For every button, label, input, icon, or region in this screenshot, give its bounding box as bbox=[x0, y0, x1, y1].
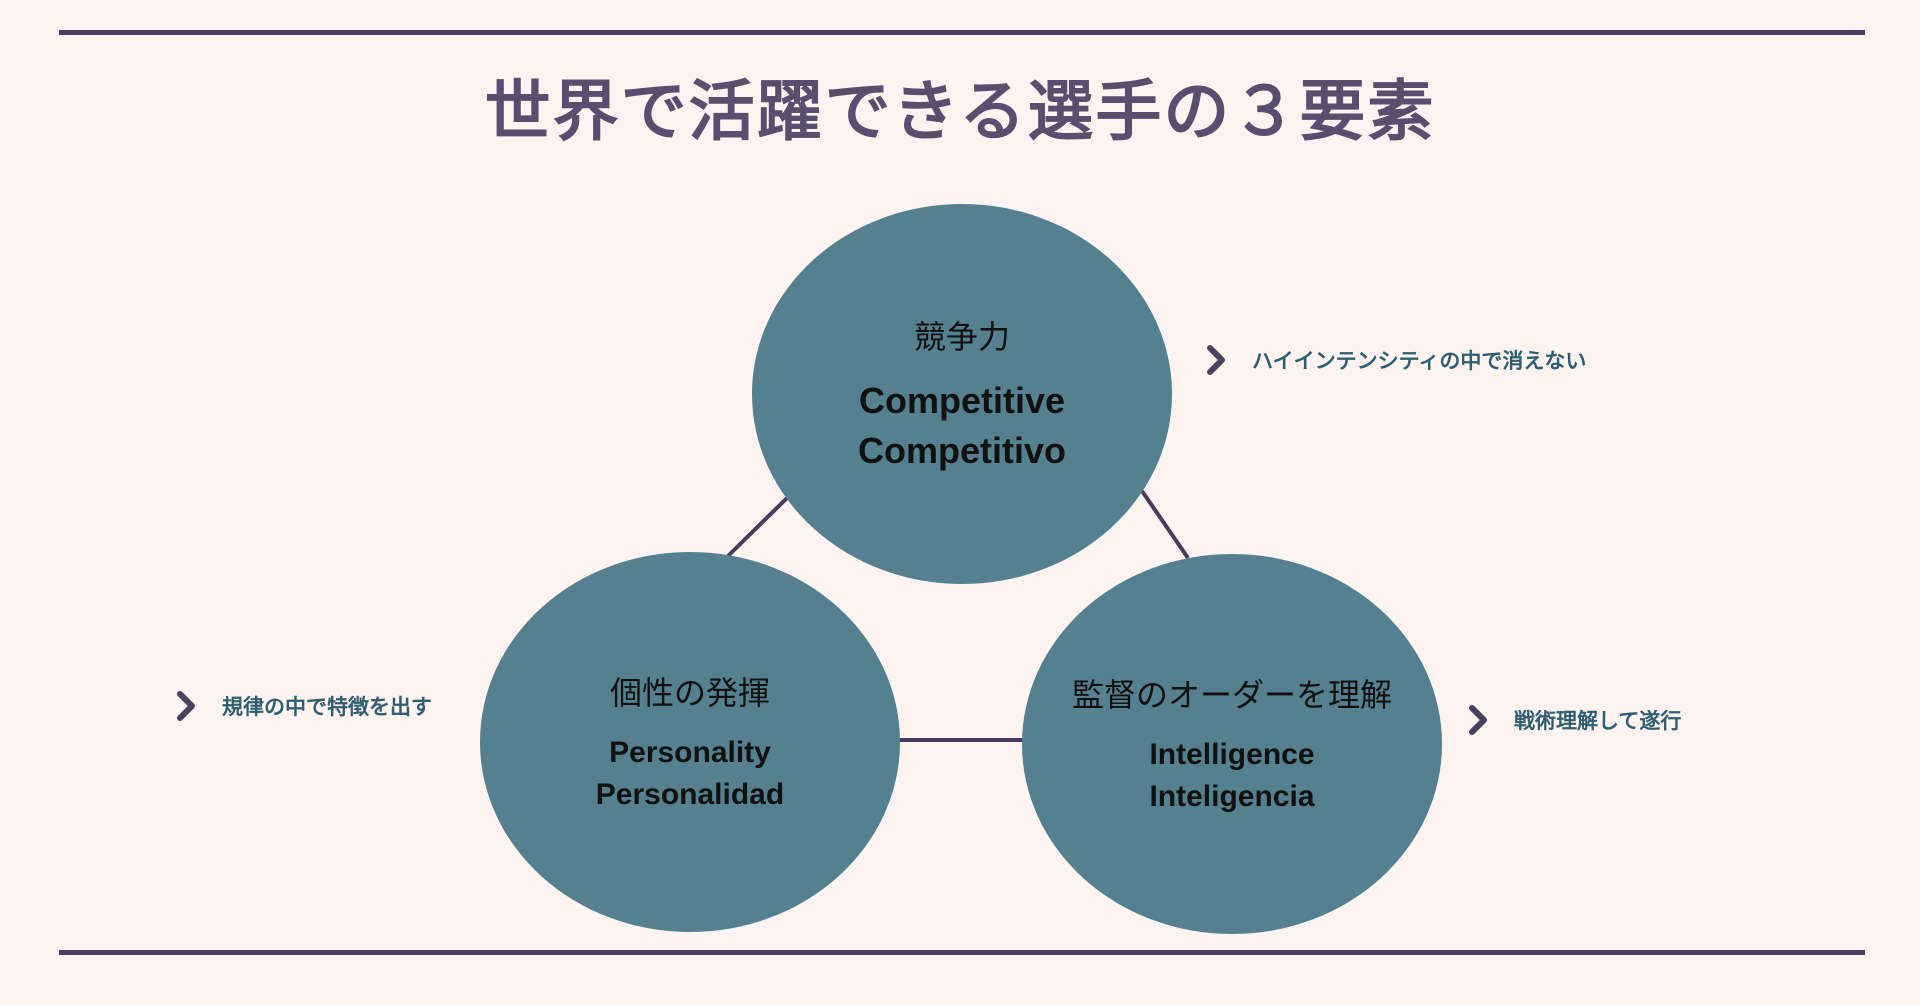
element-label-es: Personalidad bbox=[595, 778, 785, 811]
chevron-right-icon bbox=[1207, 345, 1225, 375]
element-label-jp: 競争力 bbox=[913, 318, 1010, 356]
element-label-es: Competitivo bbox=[857, 430, 1066, 471]
bottom-rule bbox=[59, 950, 1865, 955]
top-rule bbox=[59, 30, 1865, 35]
element-competitive: 競争力 Competitive Competitivo bbox=[752, 204, 1172, 584]
element-label-es: Inteligencia bbox=[1149, 780, 1315, 813]
element-personality: 個性の発揮 Personality Personalidad bbox=[480, 552, 900, 932]
chevron-right-icon bbox=[177, 691, 195, 721]
note-text: ハイインテンシティの中で消えない bbox=[1252, 349, 1587, 373]
note-intelligence: 戦術理解して遂行 bbox=[1462, 703, 1681, 737]
element-label-en: Competitive bbox=[858, 380, 1066, 421]
page-title: 世界で活躍できる選手の３要素 bbox=[484, 73, 1436, 150]
connector-top-left bbox=[726, 496, 789, 558]
note-personality: 規律の中で特徴を出す bbox=[170, 689, 432, 723]
connector-top-right bbox=[1140, 489, 1190, 560]
note-text: 規律の中で特徴を出す bbox=[222, 695, 432, 719]
chevron-right-icon bbox=[1469, 705, 1487, 735]
note-text: 戦術理解して遂行 bbox=[1514, 709, 1682, 733]
element-label-en: Personality bbox=[609, 736, 771, 769]
element-label-en: Intelligence bbox=[1149, 738, 1315, 771]
element-label-jp: 個性の発揮 bbox=[609, 674, 770, 712]
element-label-jp: 監督のオーダーを理解 bbox=[1071, 676, 1392, 714]
note-competitive: ハイインテンシティの中で消えない bbox=[1200, 343, 1586, 377]
element-intelligence: 監督のオーダーを理解 Intelligence Inteligencia bbox=[1022, 554, 1442, 934]
